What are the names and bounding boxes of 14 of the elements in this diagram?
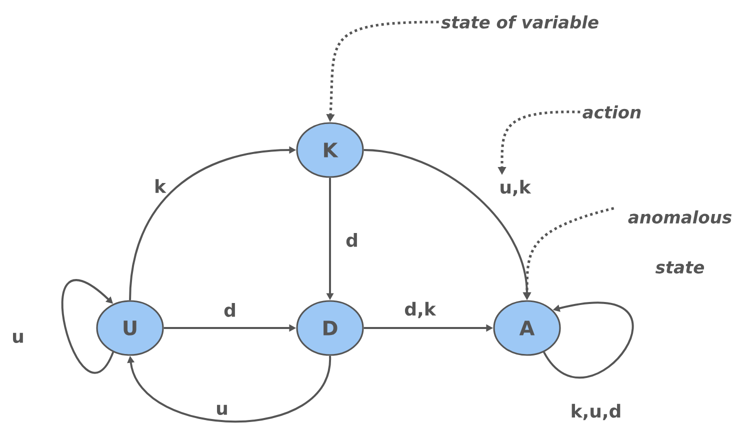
annotation-text: action xyxy=(582,105,641,119)
edge-label: k,u,d xyxy=(569,402,623,422)
edge-label: d,k xyxy=(403,300,437,320)
edge-label: u xyxy=(214,404,230,416)
annotation-text: state of variable xyxy=(441,15,598,29)
edge-label: u,k xyxy=(498,178,532,198)
edge-label: d xyxy=(344,232,360,248)
edge-label: k xyxy=(153,178,167,194)
annotation-text: anomalous state xyxy=(628,210,732,274)
edge-label: d xyxy=(222,302,238,318)
edge-label: u xyxy=(10,332,26,344)
transition-arrow xyxy=(543,302,634,378)
transition-arrow xyxy=(127,356,331,423)
transition-arrow xyxy=(62,279,114,374)
